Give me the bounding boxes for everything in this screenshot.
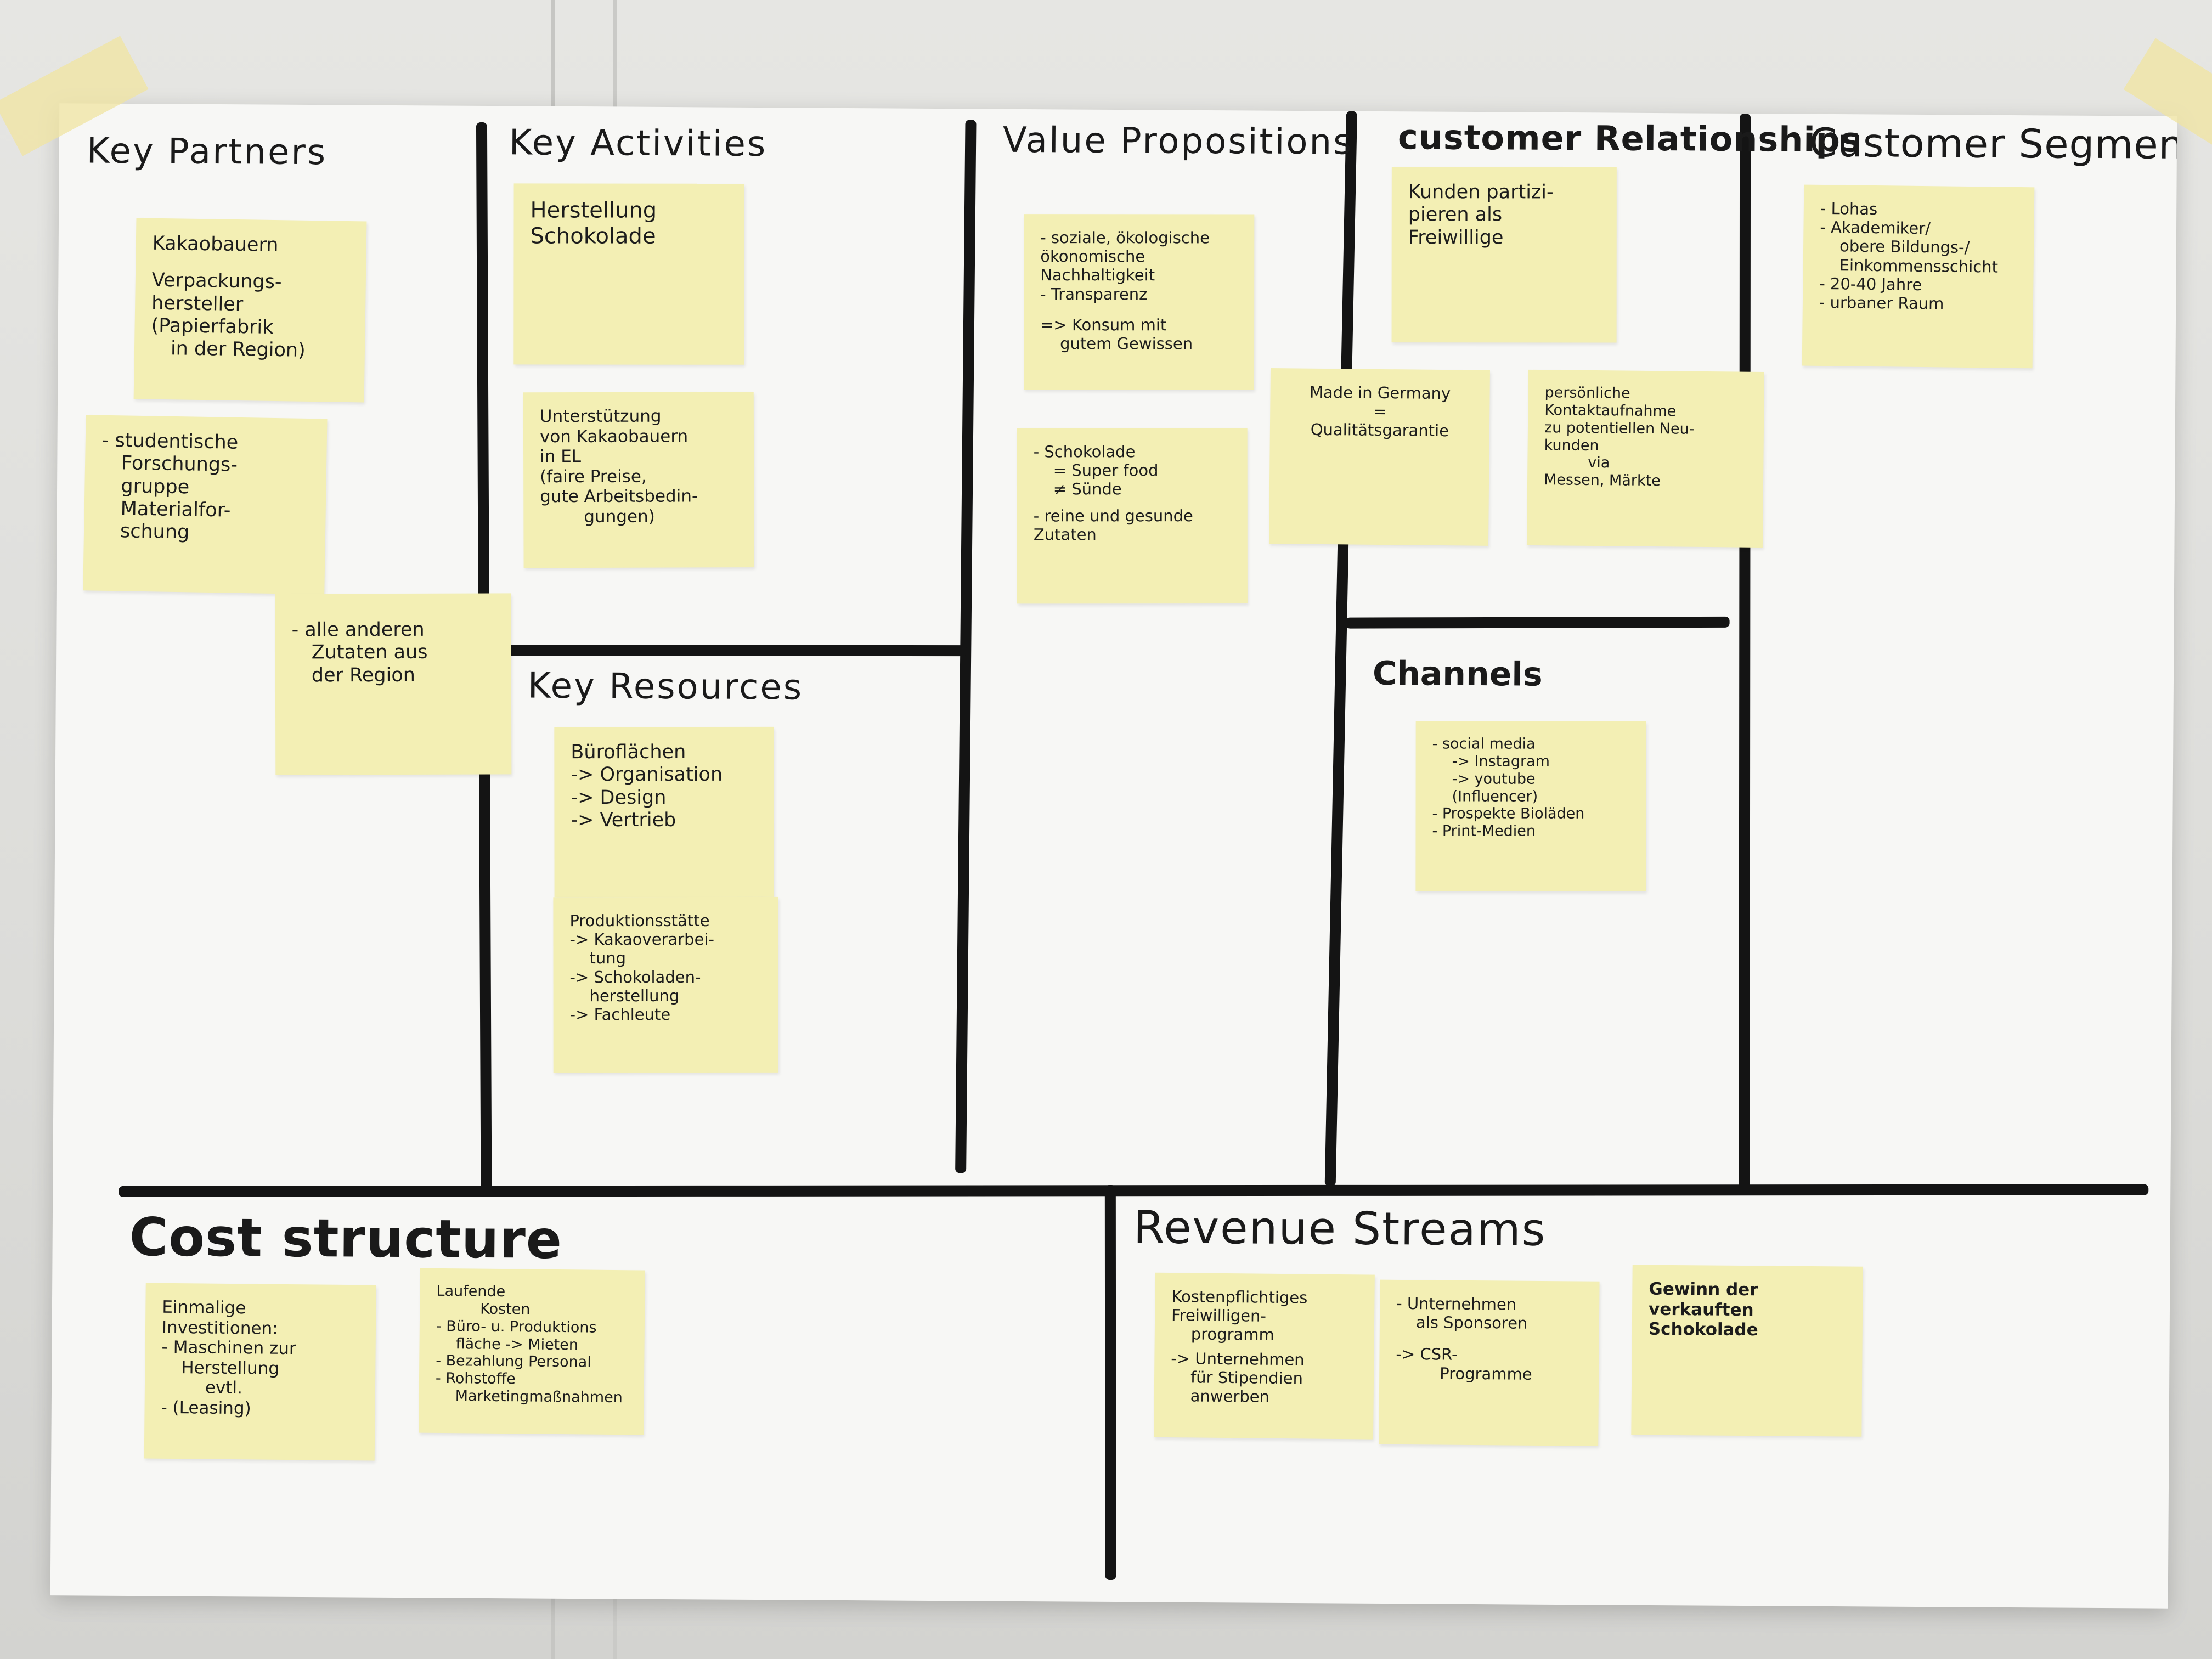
business-model-canvas-poster: Key Partners Key Activities Value Propos… [50,103,2177,1609]
sticky-note-resources-1: Büroflächen -> Organisation -> Design ->… [554,726,774,898]
divider-line [1324,111,1357,1187]
sticky-note-revenue-3: Gewinn der verkauften Schokolade [1631,1265,1863,1437]
heading-customer-relationships: customer Relationships [1397,117,1862,160]
sticky-note-cost-2: Laufende Kosten - Büro- u. Produktions f… [419,1268,645,1435]
sticky-note-partners-3: - alle anderen Zutaten aus der Region [275,593,512,775]
sticky-note-segments-1: - Lohas - Akademiker/ obere Bildungs-/ E… [1802,184,2035,369]
sticky-note-activities-1: Herstellung Schokolade [514,183,744,365]
heading-customer-segments: Customer Segments [1809,119,2177,168]
sticky-note-cost-1: Einmalige Investitionen: - Maschinen zur… [144,1283,376,1461]
sticky-note-channels-1: - social media -> Instagram -> youtube (… [1415,721,1646,891]
heading-cost-structure: Cost structure [129,1206,563,1271]
heading-key-partners: Key Partners [86,131,328,173]
divider-line [1739,114,1751,1195]
heading-revenue-streams: Revenue Streams [1133,1201,1547,1256]
divider-line [506,645,967,657]
divider-line [1345,616,1730,629]
sticky-note-revenue-2: - Unternehmen als Sponsoren -> CSR- Prog… [1379,1279,1600,1446]
sticky-note-revenue-1: Kostenpflichtiges Freiwilligen- programm… [1154,1272,1375,1440]
heading-channels: Channels [1372,654,1543,694]
sticky-note-relationships-1: Kunden partizi- pieren als Freiwillige [1391,167,1617,343]
divider-line [119,1184,2149,1197]
sticky-note-activities-2: Unterstützung von Kakaobauern in EL (fai… [523,392,754,568]
heading-key-resources: Key Resources [527,665,804,708]
heading-value-propositions: Value Propositions [1002,120,1353,163]
sticky-note-relationships-2: persönliche Kontaktaufnahme zu potentiel… [1526,369,1764,548]
sticky-note-partners-1: Kakaobauern Verpackungs- hersteller (Pap… [133,218,367,403]
sticky-note-value-1: - soziale, ökologische ökonomische Nachh… [1024,214,1255,390]
sticky-note-resources-2: Produktionsstätte -> Kakaoverarbei- tung… [553,896,778,1073]
divider-line [1104,1184,1116,1580]
sticky-note-partners-2: - studentische Forschungs- gruppe Materi… [83,415,328,595]
sticky-note-value-3: Made in Germany = Qualitätsgarantie [1268,368,1490,546]
heading-key-activities: Key Activities [509,122,768,165]
sticky-note-value-2: - Schokolade = Super food ≠ Sünde - rein… [1017,428,1248,604]
